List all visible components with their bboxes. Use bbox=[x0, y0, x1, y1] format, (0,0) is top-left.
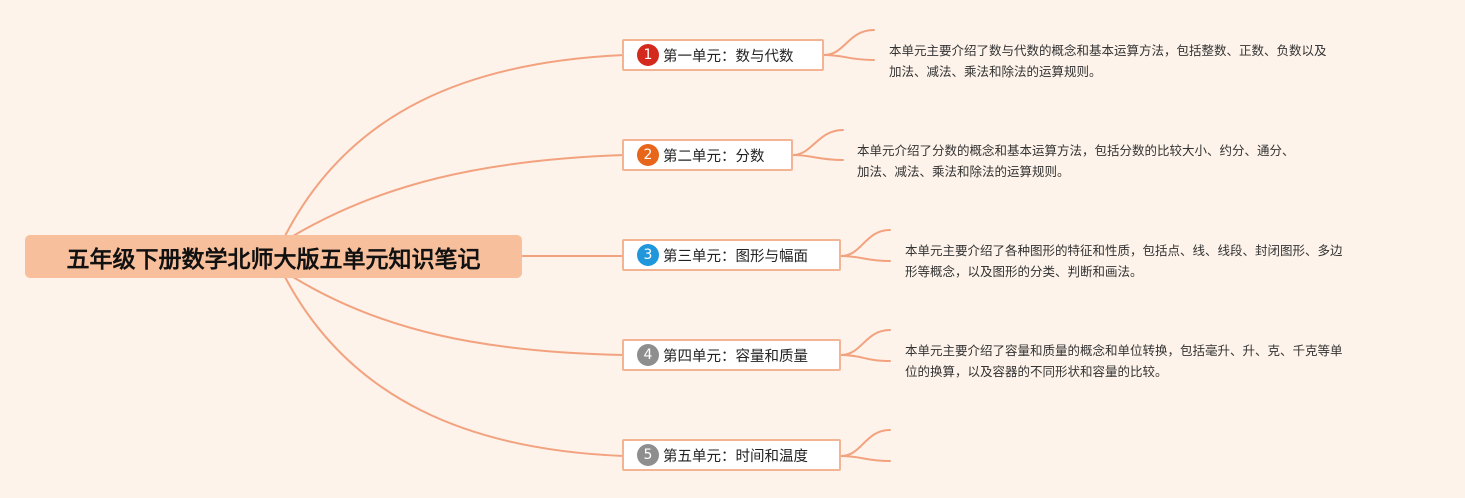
note-2-line-2: 加法、减法、乘法和除法的运算规则。 bbox=[857, 164, 1070, 179]
number-badge-1: 1 bbox=[637, 44, 659, 66]
topic-label-3: 第三单元：图形与幅面 bbox=[663, 248, 808, 265]
topic-unit-1[interactable]: 1 第一单元：数与代数 bbox=[622, 39, 824, 71]
note-fork-2 bbox=[792, 129, 844, 161]
note-2-line-1: 本单元介绍了分数的概念和基本运算方法，包括分数的比较大小、约分、通分、 bbox=[857, 143, 1295, 158]
note-unit-1: 本单元主要介绍了数与代数的概念和基本运算方法，包括整数、正数、负数以及 加法、减… bbox=[889, 40, 1327, 82]
note-fork-4 bbox=[840, 329, 891, 362]
number-badge-5: 5 bbox=[637, 444, 659, 466]
note-fork-1 bbox=[823, 29, 875, 61]
topic-label-5: 第五单元：时间和温度 bbox=[663, 448, 808, 465]
topic-label-4: 第四单元：容量和质量 bbox=[663, 348, 808, 365]
note-1-line-2: 加法、减法、乘法和除法的运算规则。 bbox=[889, 64, 1102, 79]
number-badge-4: 4 bbox=[637, 344, 659, 366]
note-4-line-1: 本单元主要介绍了容量和质量的概念和单位转换，包括毫升、升、克、千克等单 bbox=[905, 343, 1343, 358]
topic-label-2: 第二单元：分数 bbox=[663, 148, 765, 165]
number-badge-3: 3 bbox=[637, 244, 659, 266]
note-1-line-1: 本单元主要介绍了数与代数的概念和基本运算方法，包括整数、正数、负数以及 bbox=[889, 43, 1327, 58]
note-4-line-2: 位的换算，以及容器的不同形状和容量的比较。 bbox=[905, 364, 1168, 379]
note-unit-3: 本单元主要介绍了各种图形的特征和性质，包括点、线、线段、封闭图形、多边 形等概念… bbox=[905, 240, 1343, 282]
central-topic[interactable]: 五年级下册数学北师大版五单元知识笔记 bbox=[25, 235, 522, 278]
topic-unit-2[interactable]: 2 第二单元：分数 bbox=[622, 139, 793, 171]
note-fork-5 bbox=[840, 429, 891, 462]
number-badge-2: 2 bbox=[637, 144, 659, 166]
note-unit-2: 本单元介绍了分数的概念和基本运算方法，包括分数的比较大小、约分、通分、 加法、减… bbox=[857, 140, 1295, 182]
note-unit-4: 本单元主要介绍了容量和质量的概念和单位转换，包括毫升、升、克、千克等单 位的换算… bbox=[905, 340, 1343, 382]
topic-unit-4[interactable]: 4 第四单元：容量和质量 bbox=[622, 339, 841, 371]
note-fork-3 bbox=[840, 229, 891, 262]
branch-line-4 bbox=[292, 276, 625, 356]
topic-unit-5[interactable]: 5 第五单元：时间和温度 bbox=[622, 439, 841, 471]
note-3-line-2: 形等概念，以及图形的分类、判断和画法。 bbox=[905, 264, 1143, 279]
topic-label-1: 第一单元：数与代数 bbox=[663, 48, 794, 65]
branch-line-2 bbox=[292, 154, 625, 237]
branch-line-1 bbox=[284, 54, 625, 237]
topic-unit-3[interactable]: 3 第三单元：图形与幅面 bbox=[622, 239, 841, 271]
branch-line-5 bbox=[284, 276, 625, 457]
note-3-line-1: 本单元主要介绍了各种图形的特征和性质，包括点、线、线段、封闭图形、多边 bbox=[905, 243, 1343, 258]
